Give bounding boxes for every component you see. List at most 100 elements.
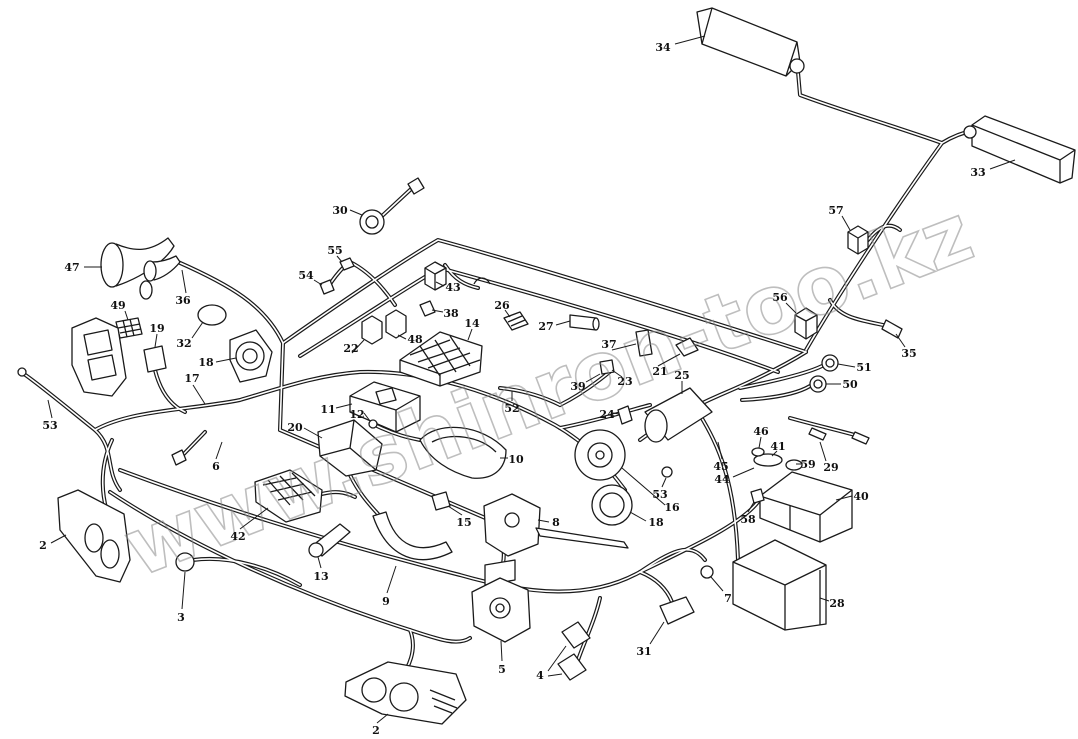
part-15 <box>431 491 451 511</box>
part-51 <box>821 354 839 372</box>
part-13-bulb <box>308 542 324 558</box>
leader-18-right <box>629 511 647 522</box>
callout-34: 34 <box>655 41 671 54</box>
leader-42 <box>239 507 269 530</box>
callout-54: 54 <box>298 269 314 282</box>
leader-14 <box>467 328 473 341</box>
part-2-bottom-lens-b <box>389 682 419 712</box>
part-9-body <box>372 511 453 561</box>
leader-32 <box>191 321 204 339</box>
leader-43 <box>435 281 445 287</box>
callout-53: 53 <box>42 419 57 432</box>
leader-16 <box>621 467 666 506</box>
callout-55: 55 <box>327 244 342 257</box>
part-37 <box>635 329 653 357</box>
part-53-wire-end-ring <box>17 367 27 377</box>
part-28 <box>732 539 827 631</box>
part-8 <box>483 493 629 557</box>
callout-27: 27 <box>538 320 553 333</box>
callout-14: 14 <box>464 317 480 330</box>
harness-wire-31-core <box>639 571 673 603</box>
part-53-wire-end <box>17 367 27 377</box>
part-6-body <box>171 449 187 466</box>
callout-39: 39 <box>570 380 585 393</box>
harness-rear-riser-core <box>805 129 976 351</box>
part-35 <box>881 319 903 339</box>
leader-2-left <box>50 534 67 544</box>
part-5 <box>471 559 531 643</box>
part-6 <box>171 449 187 466</box>
leader-26 <box>504 309 511 318</box>
callout-36: 36 <box>175 294 191 307</box>
leader-24 <box>612 412 620 415</box>
part-30-center <box>365 215 379 229</box>
leader-56 <box>785 302 797 314</box>
part-50-center <box>813 379 823 389</box>
callout-20: 20 <box>287 421 303 434</box>
part-50 <box>809 375 827 393</box>
part-32-body <box>197 304 227 326</box>
part-37-body <box>635 329 653 357</box>
harness-left-vertical-core <box>279 342 284 431</box>
part-55 <box>339 257 355 271</box>
part-34 <box>696 7 805 77</box>
part-19 <box>143 345 167 373</box>
part-19-body <box>143 345 167 373</box>
leader-29 <box>819 441 827 462</box>
callout-25: 25 <box>674 369 689 382</box>
part-31-body <box>659 596 695 625</box>
leader-11 <box>335 403 353 409</box>
harness-horn-feed-core <box>177 261 284 344</box>
part-4-connector-a <box>561 621 591 649</box>
part-29-piece-a <box>808 427 827 441</box>
part-24 <box>617 405 633 425</box>
leader-18-left <box>215 357 237 363</box>
left-switch-unit-body <box>71 317 127 397</box>
part-3 <box>175 552 195 572</box>
part-33-connector <box>963 125 977 139</box>
leader-53 <box>47 399 53 419</box>
leader-30 <box>349 209 363 216</box>
part-25-end <box>644 409 668 443</box>
harness-wire-31 <box>638 570 674 604</box>
leader-33 <box>989 159 1016 170</box>
part-41-body <box>753 453 783 467</box>
leader-44 <box>732 467 755 478</box>
part-51-center <box>825 358 835 368</box>
callout-2-bottom: 2 <box>372 724 380 737</box>
harness-wire-20-core <box>349 474 379 515</box>
part-47-horn-b-mouth <box>143 260 157 282</box>
part-21-body <box>675 337 699 357</box>
callout-31: 31 <box>636 645 651 658</box>
callout-56: 56 <box>772 291 788 304</box>
leader-37 <box>611 343 637 351</box>
part-54 <box>319 279 335 295</box>
part-14-body <box>399 331 483 387</box>
leader-41 <box>771 450 778 457</box>
callout-13: 13 <box>313 570 328 583</box>
callout-42: 42 <box>230 530 245 543</box>
part-2-bottom-ribs <box>429 689 458 714</box>
callout-30: 30 <box>332 204 348 217</box>
leader-19 <box>154 333 158 348</box>
part-2-left <box>57 489 131 583</box>
callout-18-left: 18 <box>198 356 214 369</box>
part-22-relay <box>361 315 383 345</box>
leader-6 <box>215 441 223 460</box>
leader-28 <box>819 597 830 602</box>
part-24-body <box>617 405 633 425</box>
callout-45: 45 <box>713 460 728 473</box>
part-14-grid <box>399 335 481 386</box>
harness-wire-50-core <box>741 385 811 401</box>
harness-wire-19 <box>153 368 187 414</box>
leader-57 <box>841 215 851 231</box>
part-58 <box>750 488 765 504</box>
harness-main-trunk-core <box>94 371 626 491</box>
callout-6: 6 <box>212 460 220 473</box>
callout-26: 26 <box>494 299 510 312</box>
leader-53-small <box>661 477 667 488</box>
leader-20 <box>303 427 323 439</box>
harness-branch-35-core <box>829 299 889 327</box>
part-20-edge <box>319 419 377 471</box>
